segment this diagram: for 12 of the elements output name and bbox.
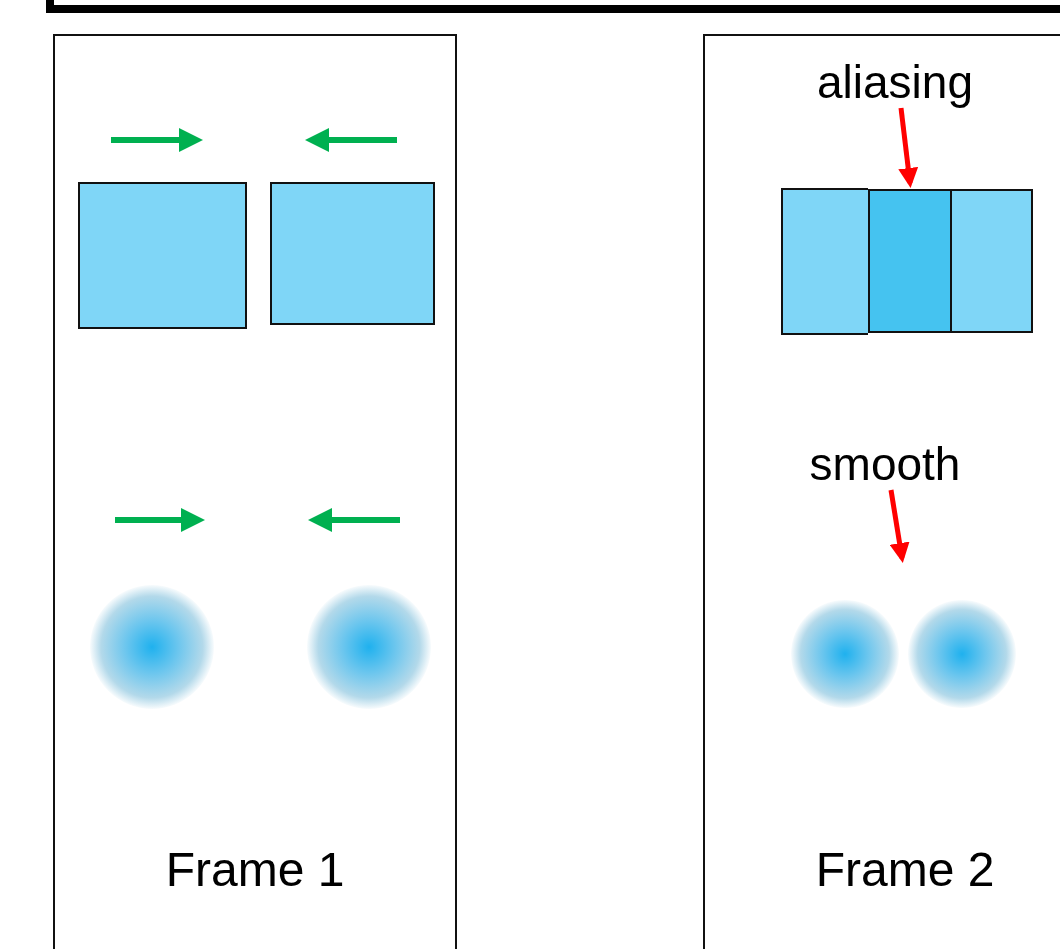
frame-label: Frame 1: [164, 842, 346, 898]
arrow: [898, 107, 919, 188]
frame-label: Frame 2: [814, 842, 996, 898]
frame-panel: [53, 34, 457, 949]
arrow: [888, 489, 910, 563]
annotation-label: aliasing: [795, 56, 995, 108]
annotation-label: smooth: [785, 438, 985, 490]
square: [781, 188, 868, 335]
square: [868, 189, 1033, 333]
square: [78, 182, 247, 329]
square: [270, 182, 435, 325]
frame-panel: [703, 34, 1060, 949]
